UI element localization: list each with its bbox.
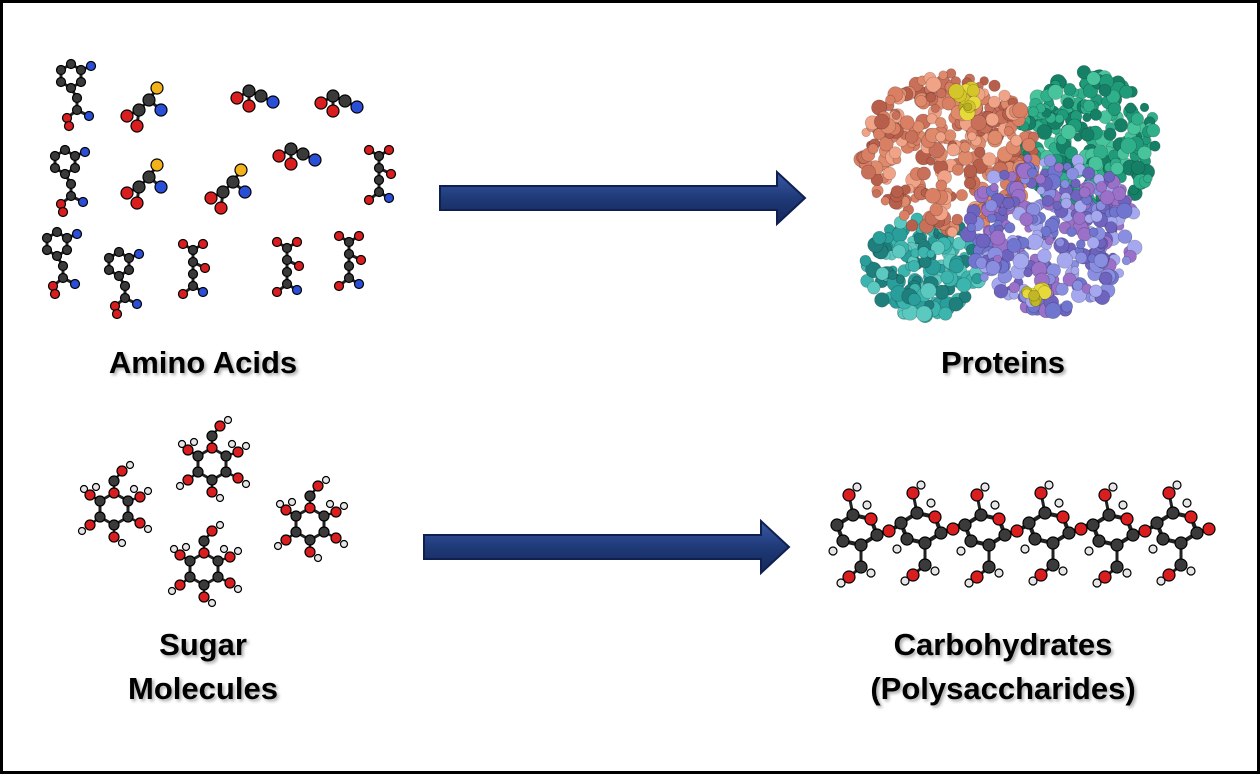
sugar-label-line2: Molecules bbox=[128, 671, 278, 706]
sugar-molecules-image bbox=[77, 415, 349, 608]
carbohydrates-label: Carbohydrates (Polysaccharides) bbox=[853, 623, 1153, 711]
arrow-right-icon bbox=[423, 518, 791, 576]
amino-acids-label: Amino Acids bbox=[108, 345, 298, 380]
amino-acids-image bbox=[41, 58, 397, 320]
polysaccharide-image bbox=[828, 480, 1216, 588]
protein-image bbox=[853, 65, 1161, 323]
arrow-right-icon bbox=[439, 169, 807, 227]
sugar-molecules-label: Sugar Molecules bbox=[63, 623, 343, 711]
proteins-label: Proteins bbox=[940, 345, 1066, 380]
sugar-label-line1: Sugar bbox=[159, 627, 247, 662]
carbohydrates-label-line2: (Polysaccharides) bbox=[870, 671, 1136, 706]
carbohydrates-label-line1: Carbohydrates bbox=[893, 627, 1113, 662]
